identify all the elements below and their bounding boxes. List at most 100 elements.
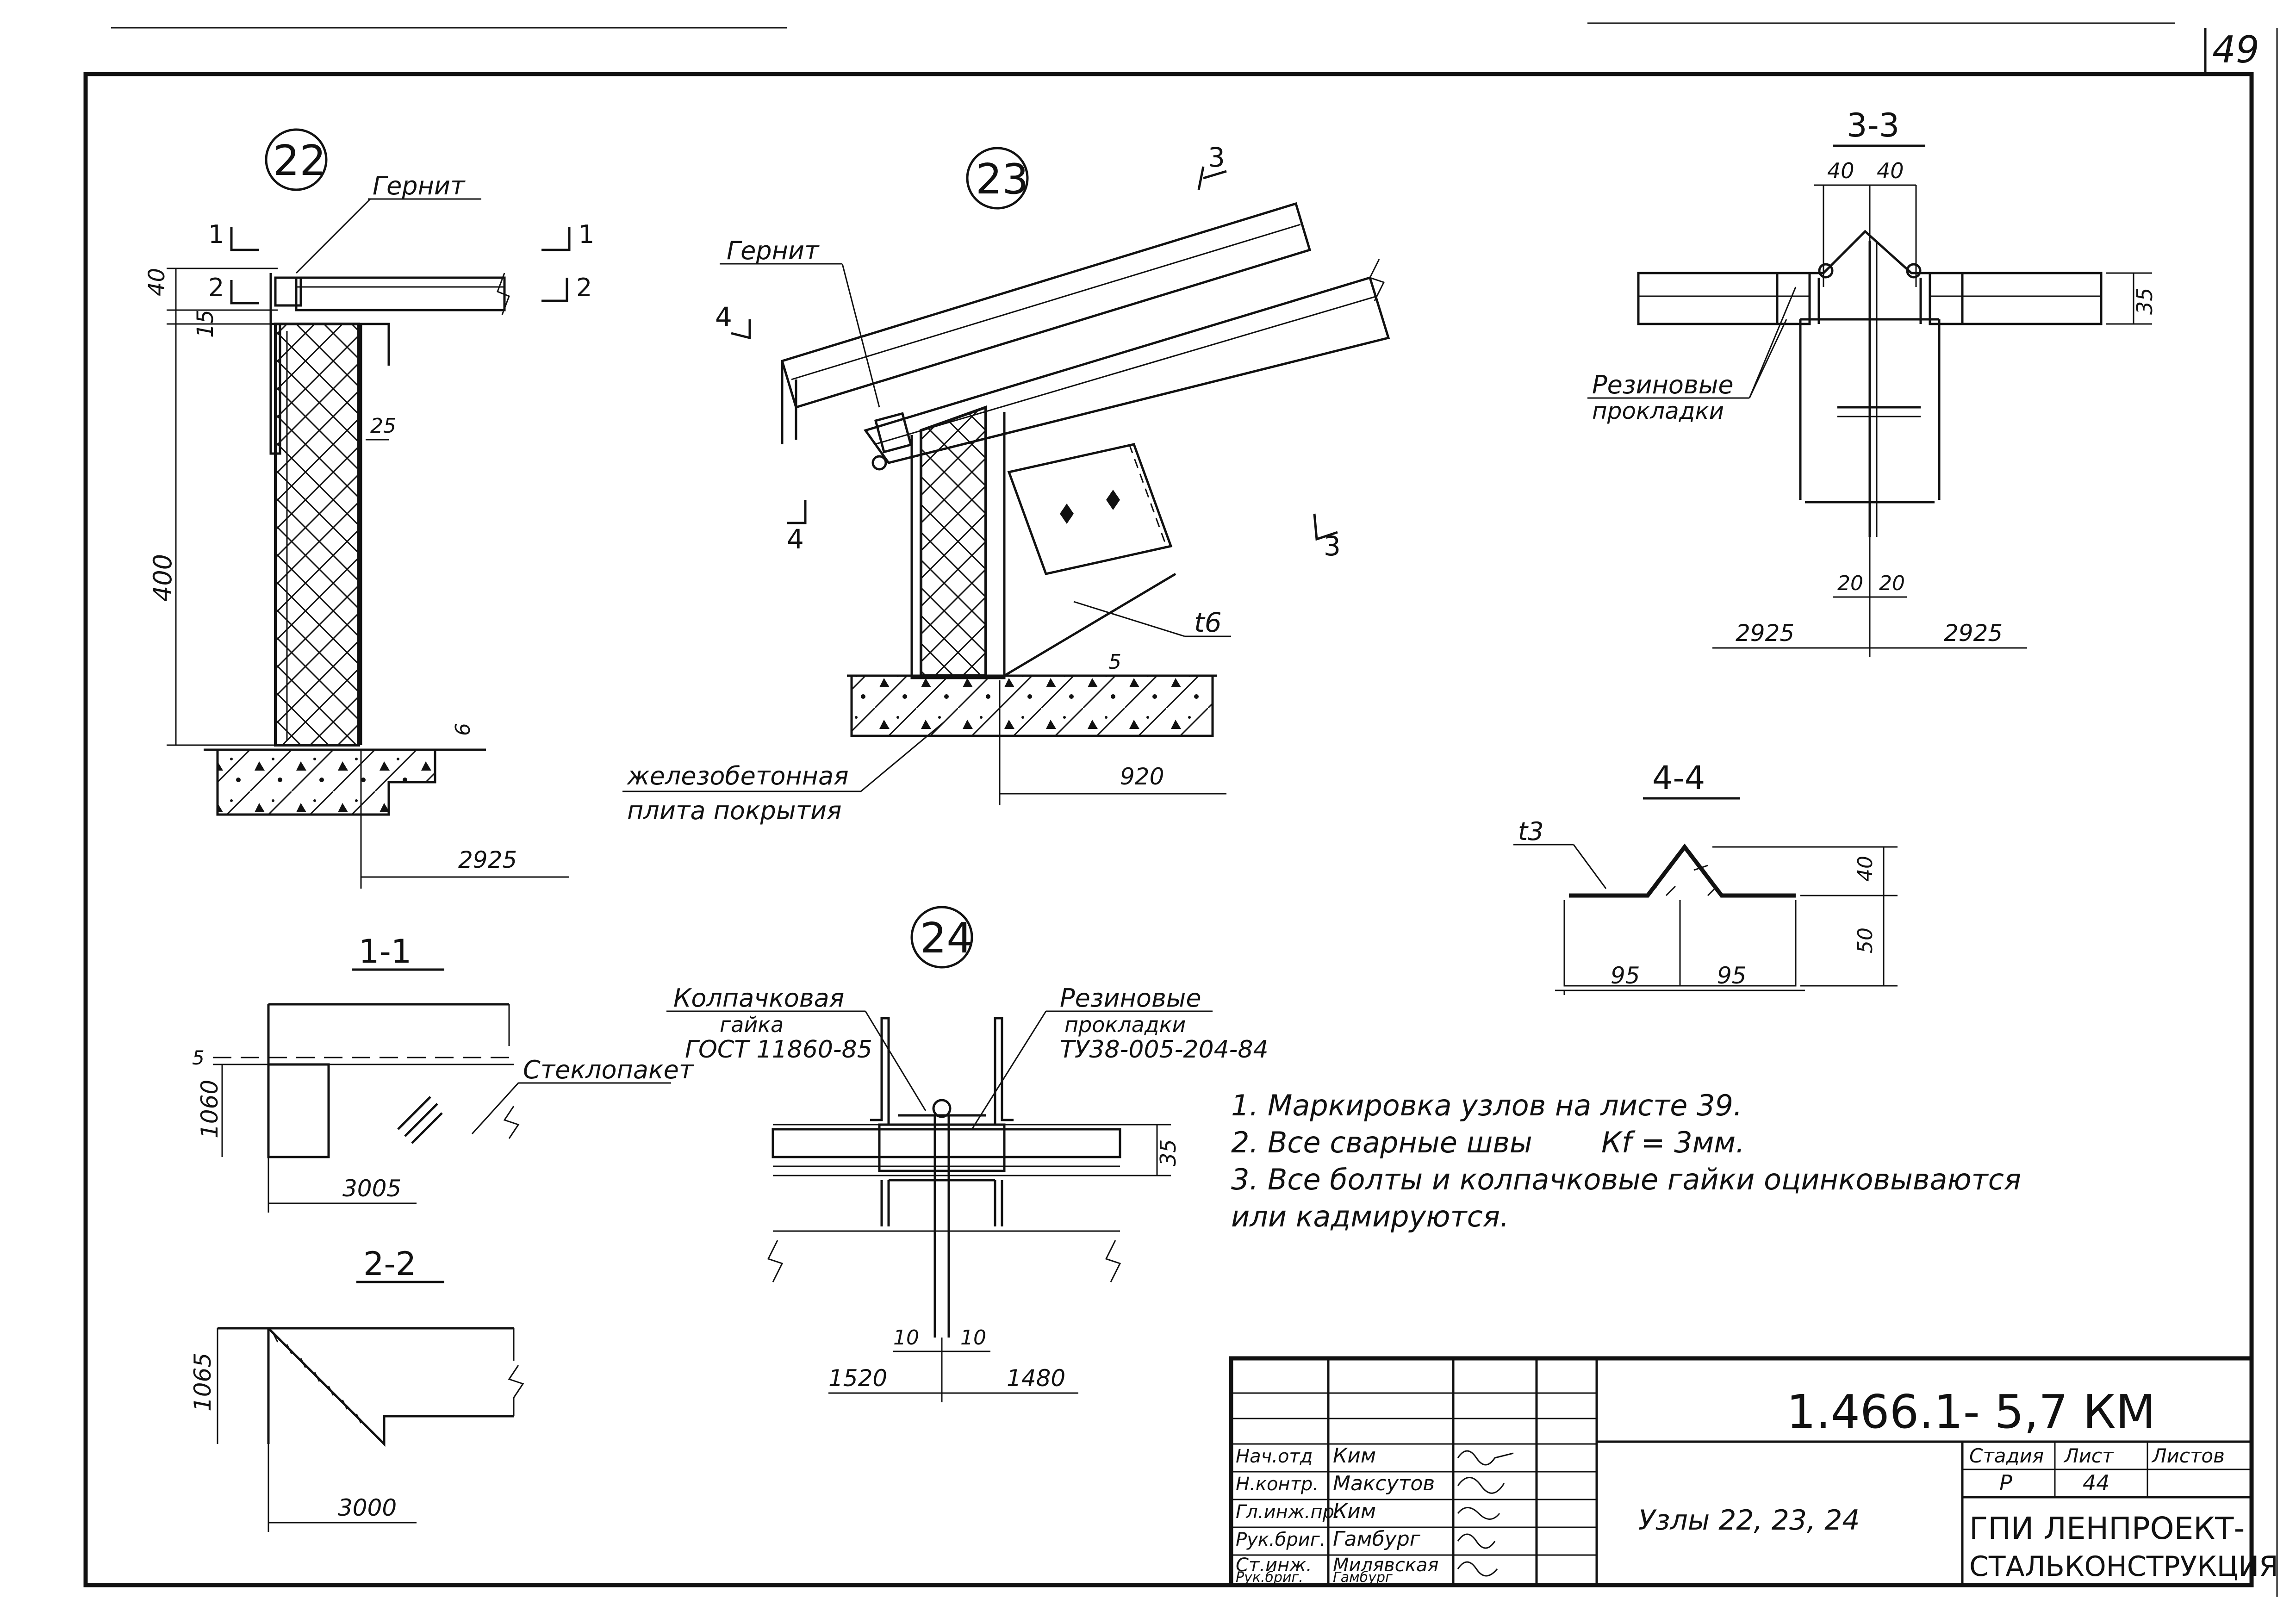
node-23-circle bbox=[966, 147, 1029, 210]
node-24-pad-label-1: Резиновые bbox=[1060, 983, 1201, 1013]
org-line-1: ГПИ ЛЕНПРОЕКТ- bbox=[1969, 1511, 2245, 1546]
section-1-1-dim-1060: 1060 bbox=[196, 1080, 223, 1139]
section-2-2-dim-1065: 1065 bbox=[189, 1353, 216, 1412]
node-23-sec4-top: 4 bbox=[715, 301, 732, 333]
node-23: 23 Гернит 3 3 4 4 t6 bbox=[622, 142, 1390, 825]
node-22-concrete-base bbox=[216, 748, 436, 816]
sheet-frame: 49 bbox=[83, 22, 2278, 1597]
section-1-1-dim-5: 5 bbox=[192, 1046, 205, 1069]
node-23-sec3-top: 3 bbox=[1208, 142, 1225, 173]
node-22-circle bbox=[265, 128, 328, 191]
section-3-3-dim-2925a: 2925 bbox=[1736, 620, 1794, 647]
notes: 1. Маркировка узлов на листе 39. 2. Все … bbox=[1231, 1089, 2021, 1233]
section-2-2-title: 2-2 bbox=[363, 1245, 416, 1283]
node-24-circle bbox=[910, 906, 973, 969]
node-24-nut-label-3: ГОСТ 11860-85 bbox=[685, 1036, 872, 1064]
section-3-3: 3-3 40 40 35 Резиновые проклад bbox=[1587, 106, 2157, 657]
note-2-weld: Кf = 3мм. bbox=[1601, 1126, 1745, 1159]
note-1: 1. Маркировка узлов на листе 39. bbox=[1231, 1089, 1742, 1122]
section-4-4-title: 4-4 bbox=[1652, 759, 1705, 797]
node-23-t6-label: t6 bbox=[1194, 607, 1222, 638]
node-23-dim-920: 920 bbox=[1120, 763, 1164, 790]
node-22-dim-25: 25 bbox=[370, 414, 396, 438]
section-1-1-title: 1-1 bbox=[359, 933, 411, 971]
section-1-1: 1-1 Стеклопакет 5 1060 3005 bbox=[192, 933, 694, 1213]
sheets-header: Листов bbox=[2151, 1444, 2225, 1467]
section-4-4-dim-50: 50 bbox=[1854, 927, 1877, 953]
node-24-dim-10a: 10 bbox=[893, 1326, 919, 1350]
node-23-sec4-bottom: 4 bbox=[787, 523, 804, 555]
node-24-pad-label-2: прокладки bbox=[1064, 1012, 1186, 1037]
section-1-1-dim-3005: 3005 bbox=[342, 1175, 401, 1202]
stage-value: Р bbox=[1999, 1470, 2012, 1495]
sheet-title: Узлы 22, 23, 24 bbox=[1638, 1504, 1860, 1537]
node-23-bracket-plate bbox=[1007, 443, 1173, 575]
page-number: 49 bbox=[2212, 28, 2259, 71]
node-24-pad-label-3: ТУ38-005-204-84 bbox=[1060, 1036, 1269, 1064]
section-3-3-dim-40a: 40 bbox=[1827, 158, 1854, 183]
sig-name-0: Ким bbox=[1333, 1444, 1376, 1468]
node-22: 22 Гернит 1 1 2 2 40 15 25 bbox=[144, 128, 594, 889]
node-23-label: 23 bbox=[976, 155, 1029, 204]
section-4-4: 4-4 t3 40 50 95 95 bbox=[1513, 759, 1898, 995]
sig-role-5: Рук.бриг. bbox=[1236, 1569, 1303, 1586]
sig-role-0: Нач.отд bbox=[1236, 1446, 1313, 1467]
sheet-header: Лист bbox=[2063, 1444, 2114, 1467]
section-3-3-dim-2925b: 2925 bbox=[1944, 620, 2003, 647]
section-4-4-t3-label: t3 bbox=[1518, 817, 1544, 846]
sig-role-4: Ст.инж. bbox=[1236, 1555, 1312, 1576]
node-23-gernit-label: Гернит bbox=[727, 236, 820, 265]
section-3-3-pads-label-1: Резиновые bbox=[1592, 370, 1734, 399]
node-23-slab-label-1: железобетонная bbox=[626, 761, 849, 790]
node-24: 24 Колпачковая гайка ГОСТ 11860-85 Резин… bbox=[666, 906, 1269, 1402]
node-22-dim-2925: 2925 bbox=[458, 846, 517, 873]
node-24-dim-1480: 1480 bbox=[1007, 1365, 1065, 1392]
section-4-4-dim-40: 40 bbox=[1854, 856, 1877, 882]
sig-name-2: Ким bbox=[1333, 1500, 1376, 1523]
title-block: Нач.отд Ким Н.контр. Максутов Гл.инж.пр.… bbox=[1229, 1356, 2278, 1587]
node-24-nut-label-2: гайка bbox=[720, 1012, 784, 1037]
node-23-concrete-slab bbox=[850, 674, 1214, 737]
sig-name-1: Максутов bbox=[1333, 1472, 1435, 1495]
section-3-3-dim-35: 35 bbox=[2132, 287, 2157, 315]
section-4-4-dim-95b: 95 bbox=[1717, 962, 1747, 989]
node-23-weld-size: 5 bbox=[1108, 650, 1121, 674]
node-22-sec1-left: 1 bbox=[208, 220, 224, 249]
sheet-value: 44 bbox=[2083, 1470, 2110, 1495]
node-22-dim-6: 6 bbox=[451, 723, 475, 736]
section-1-1-glass-label: Стеклопакет bbox=[523, 1055, 694, 1084]
node-24-nut-label-1: Колпачковая bbox=[673, 983, 844, 1013]
node-24-label: 24 bbox=[920, 914, 973, 963]
section-3-3-pads-label-2: прокладки bbox=[1592, 398, 1724, 424]
section-2-2-dim-3000: 3000 bbox=[338, 1494, 397, 1521]
node-22-dim-15: 15 bbox=[193, 310, 218, 338]
sig-name-4: Милявская bbox=[1333, 1555, 1438, 1576]
section-2-2: 2-2 1065 3000 bbox=[189, 1245, 524, 1532]
node-22-dim-40: 40 bbox=[144, 268, 170, 296]
document-code: 1.466.1- 5,7 КМ bbox=[1786, 1385, 2156, 1439]
node-22-dim-400: 400 bbox=[148, 554, 177, 602]
section-4-4-dim-95a: 95 bbox=[1611, 962, 1640, 989]
node-22-sec1-right: 1 bbox=[579, 220, 594, 249]
node-22-gernit-label: Гернит bbox=[373, 171, 466, 200]
node-22-sec2-right: 2 bbox=[576, 273, 592, 302]
sig-role-3: Рук.бриг. bbox=[1236, 1529, 1325, 1550]
note-3: 3. Все болты и колпачковые гайки оцинков… bbox=[1231, 1163, 2021, 1196]
node-22-insulation-panel bbox=[274, 323, 360, 747]
sig-role-1: Н.контр. bbox=[1236, 1474, 1319, 1495]
node-24-dim-10b: 10 bbox=[960, 1326, 986, 1350]
sig-role-2: Гл.инж.пр. bbox=[1236, 1501, 1340, 1523]
node-23-slab-label-2: плита покрытия bbox=[627, 796, 842, 825]
sig-name-3: Гамбург bbox=[1333, 1527, 1421, 1551]
node-24-dim-35: 35 bbox=[1156, 1139, 1181, 1166]
node-24-dim-1520: 1520 bbox=[828, 1365, 887, 1392]
sig-name-5: Гамбург bbox=[1333, 1569, 1393, 1586]
section-3-3-dim-40b: 40 bbox=[1877, 158, 1904, 183]
stage-header: Стадия bbox=[1969, 1444, 2044, 1467]
section-3-3-dim-20b: 20 bbox=[1879, 572, 1905, 595]
section-3-3-dim-20a: 20 bbox=[1837, 572, 1863, 595]
node-23-insulation-panel bbox=[920, 405, 987, 677]
note-2: 2. Все сварные швы bbox=[1231, 1126, 1532, 1159]
node-22-sec2-left: 2 bbox=[208, 273, 224, 302]
